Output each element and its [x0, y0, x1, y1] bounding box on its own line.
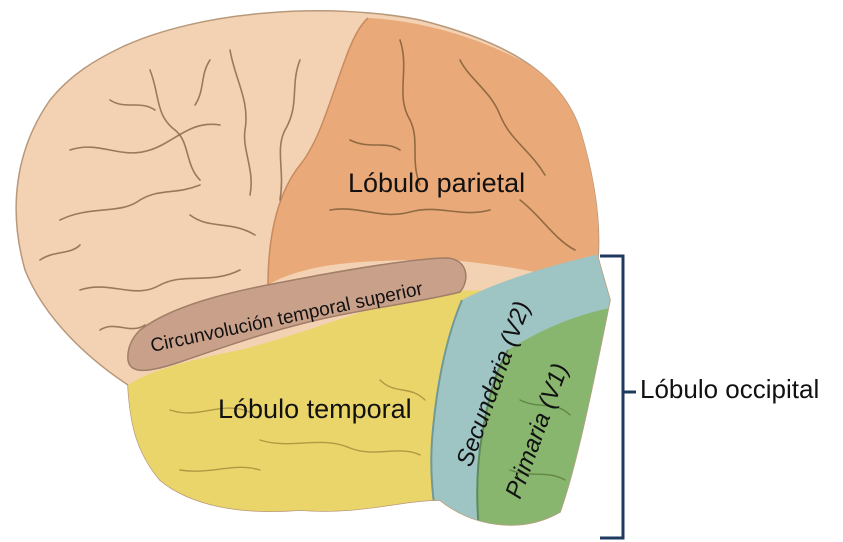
parietal-lobe-label: Lóbulo parietal	[348, 168, 525, 198]
temporal-lobe-label: Lóbulo temporal	[218, 394, 412, 424]
occipital-lobe-label: Lóbulo occipital	[640, 374, 819, 404]
